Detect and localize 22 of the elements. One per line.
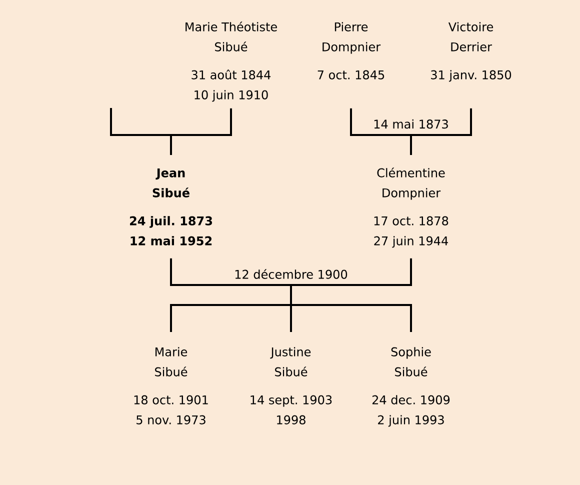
person-label: Pierre Dompnier 7 oct. 1845 — [318, 22, 384, 80]
person-label: Jean Sibué 24 juil. 1873 12 mai 1952 — [130, 168, 212, 246]
connector-line — [291, 258, 412, 286]
person-label: Marie Théotiste Sibué 31 août 1844 10 juin 1910 — [186, 22, 277, 102]
person-label: Victoire Derrier 31 janv. 1850 — [431, 22, 512, 82]
person-label: Justine Sibué 14 sept. 1903 1998 — [250, 347, 332, 424]
connector-line — [290, 285, 292, 305]
edge-label: 14 mai 1873 — [372, 118, 450, 130]
edge-label: 12 décembre 1900 — [233, 268, 349, 280]
connector-line — [110, 108, 171, 136]
connector-line — [350, 108, 411, 136]
connector-line — [290, 305, 292, 332]
person-label: Marie Sibué 18 oct. 1901 5 nov. 1973 — [134, 347, 208, 424]
connector-line — [291, 304, 412, 332]
connector-line — [170, 304, 291, 332]
connector-line — [171, 108, 232, 136]
connector-line — [170, 258, 291, 286]
person-label: Sophie Sibué 24 dec. 1909 2 juin 1993 — [372, 347, 450, 427]
person-label: Clémentine Dompnier 17 oct. 1878 27 juin 1944 — [374, 168, 448, 248]
connector-line — [410, 135, 412, 155]
connector-line — [170, 135, 172, 155]
connector-line — [411, 108, 472, 136]
